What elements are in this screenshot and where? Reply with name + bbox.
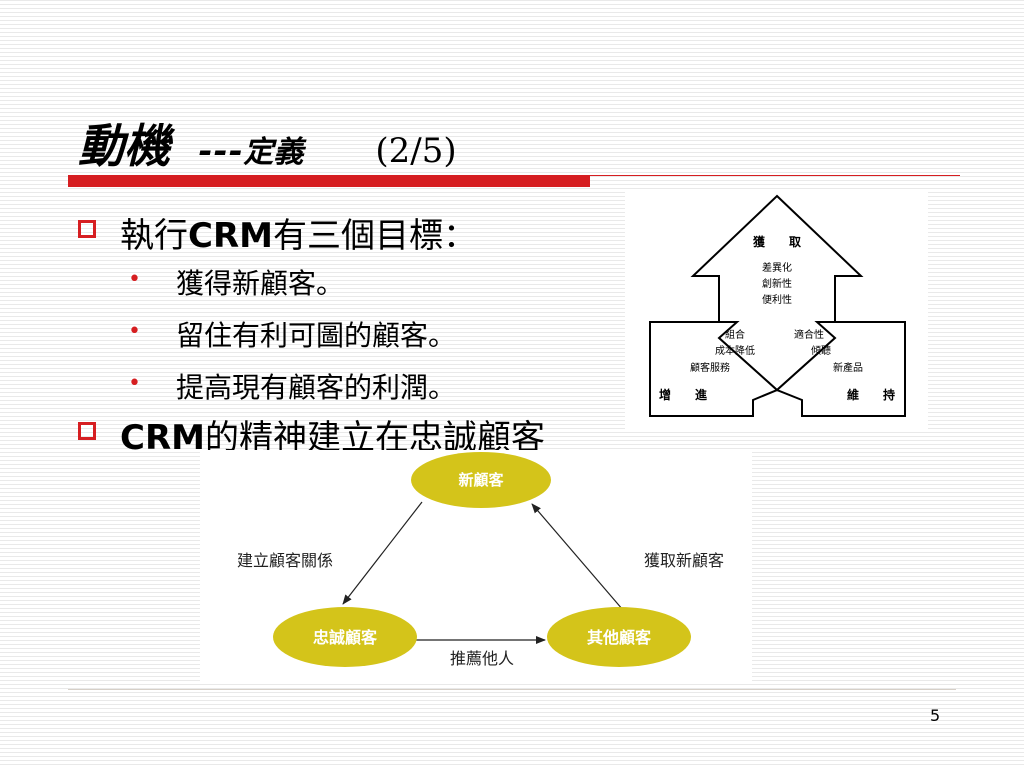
arrows-svg: 獲 取 差異化 創新性 便利性 組合 成本降低 顧客服務 適合性 傾聽 新產品 … (649, 194, 906, 417)
sub-bullet-list: •獲得新顧客。 •留住有利可圖的顧客。 •提高現有顧客的利潤。 (128, 262, 456, 418)
node-new-customer-label: 新顧客 (458, 471, 504, 489)
node-new-customer (411, 452, 551, 508)
edge-acquire-new-label: 獲取新顧客 (644, 551, 724, 570)
square-bullet-icon (78, 421, 96, 440)
arrow-right-label: 維 持 (847, 387, 895, 402)
customer-cycle-diagram: 新顧客 忠誠顧客 其他顧客 建立顧客關係 獲取新顧客 推薦他人 (200, 450, 752, 682)
title-sub: 定義 (243, 135, 304, 170)
arrow-left-item: 成本降低 (715, 344, 755, 357)
edge-referral-label: 推薦他人 (450, 649, 514, 668)
node-loyal-customer-label: 忠誠顧客 (313, 628, 378, 647)
dot-bullet-icon: • (128, 266, 141, 292)
title-underline-bar (68, 175, 590, 187)
title-main: 動機 (78, 119, 170, 173)
arrow-top-item: 便利性 (762, 293, 792, 306)
list-item: •留住有利可圖的顧客。 (128, 318, 457, 353)
arrow-top-item: 差異化 (762, 261, 792, 274)
title-page: (2/5) (375, 131, 457, 171)
arrow-top-item: 創新性 (762, 277, 792, 290)
dot-bullet-icon: • (128, 370, 141, 396)
node-loyal-customer (273, 607, 417, 667)
cycle-svg: 新顧客 忠誠顧客 其他顧客 建立顧客關係 獲取新顧客 推薦他人 (237, 452, 724, 668)
page-number: 5 (930, 706, 941, 725)
arrow-right-item: 適合性 (794, 328, 824, 341)
square-bullet-icon (78, 219, 96, 238)
edge-build-relationship-label: 建立顧客關係 (237, 551, 333, 570)
arrow-right-item: 新產品 (833, 361, 863, 374)
node-other-customer-label: 其他顧客 (587, 628, 652, 647)
node-other-customer (547, 607, 691, 667)
footer-divider (68, 689, 956, 690)
bullet-text: 執行CRM有三個目標： (120, 216, 477, 256)
arrow-right-item: 傾聽 (811, 344, 831, 357)
list-item: •提高現有顧客的利潤。 (128, 370, 457, 405)
bullet-crm-goals: 執行CRM有三個目標： (78, 208, 477, 257)
slide-title: 動機 ---定義 (2/5) (78, 110, 457, 173)
arrow-top-label: 獲 取 (753, 234, 801, 249)
title-underline-line (590, 175, 960, 176)
arrow-left-item: 顧客服務 (690, 361, 730, 374)
arrow-left-label: 增 進 (659, 387, 708, 402)
title-dash: --- (198, 131, 244, 171)
arrow-left-item: 組合 (725, 328, 745, 341)
three-arrows-diagram: 獲 取 差異化 創新性 便利性 組合 成本降低 顧客服務 適合性 傾聽 新產品 … (625, 190, 928, 430)
list-item: •獲得新顧客。 (128, 266, 345, 301)
dot-bullet-icon: • (128, 318, 141, 344)
